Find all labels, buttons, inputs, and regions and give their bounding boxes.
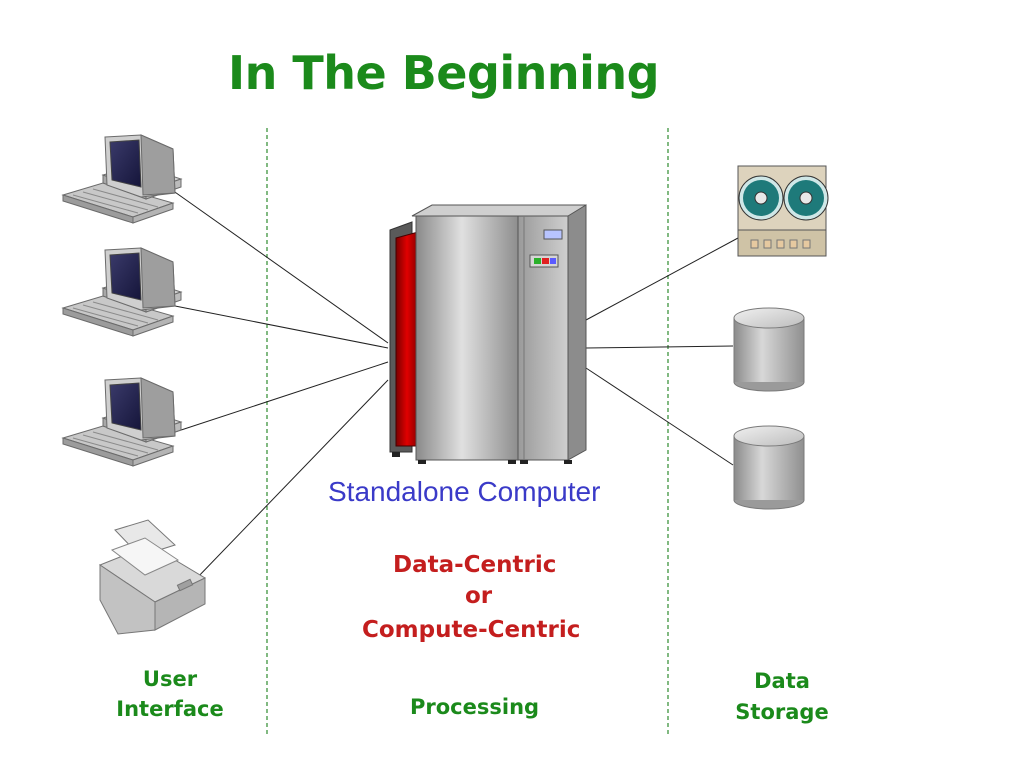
disk-cylinder-icon: [733, 425, 805, 510]
data-storage-label: Data Storage: [735, 669, 829, 724]
standalone-computer-label: Standalone Computer: [328, 476, 601, 507]
processing-label: Processing: [410, 695, 540, 719]
slide-title: In The Beginning: [228, 46, 660, 100]
desktop-computer-icon: [62, 134, 182, 224]
desktop-computer-icon: [62, 247, 182, 337]
or-label: or: [465, 583, 493, 609]
tape-drive-icon: [737, 165, 829, 257]
desktop-computer-icon: [62, 377, 182, 467]
connector-lines: [169, 189, 739, 581]
disk-cylinder-icon: [733, 307, 805, 392]
compute-centric-label: Compute-Centric: [362, 617, 581, 643]
mainframe-computer-icon: [389, 204, 587, 464]
data-centric-label: Data-Centric: [393, 552, 557, 578]
printer-icon: [98, 519, 207, 635]
user-interface-label: User Interface: [116, 667, 224, 721]
